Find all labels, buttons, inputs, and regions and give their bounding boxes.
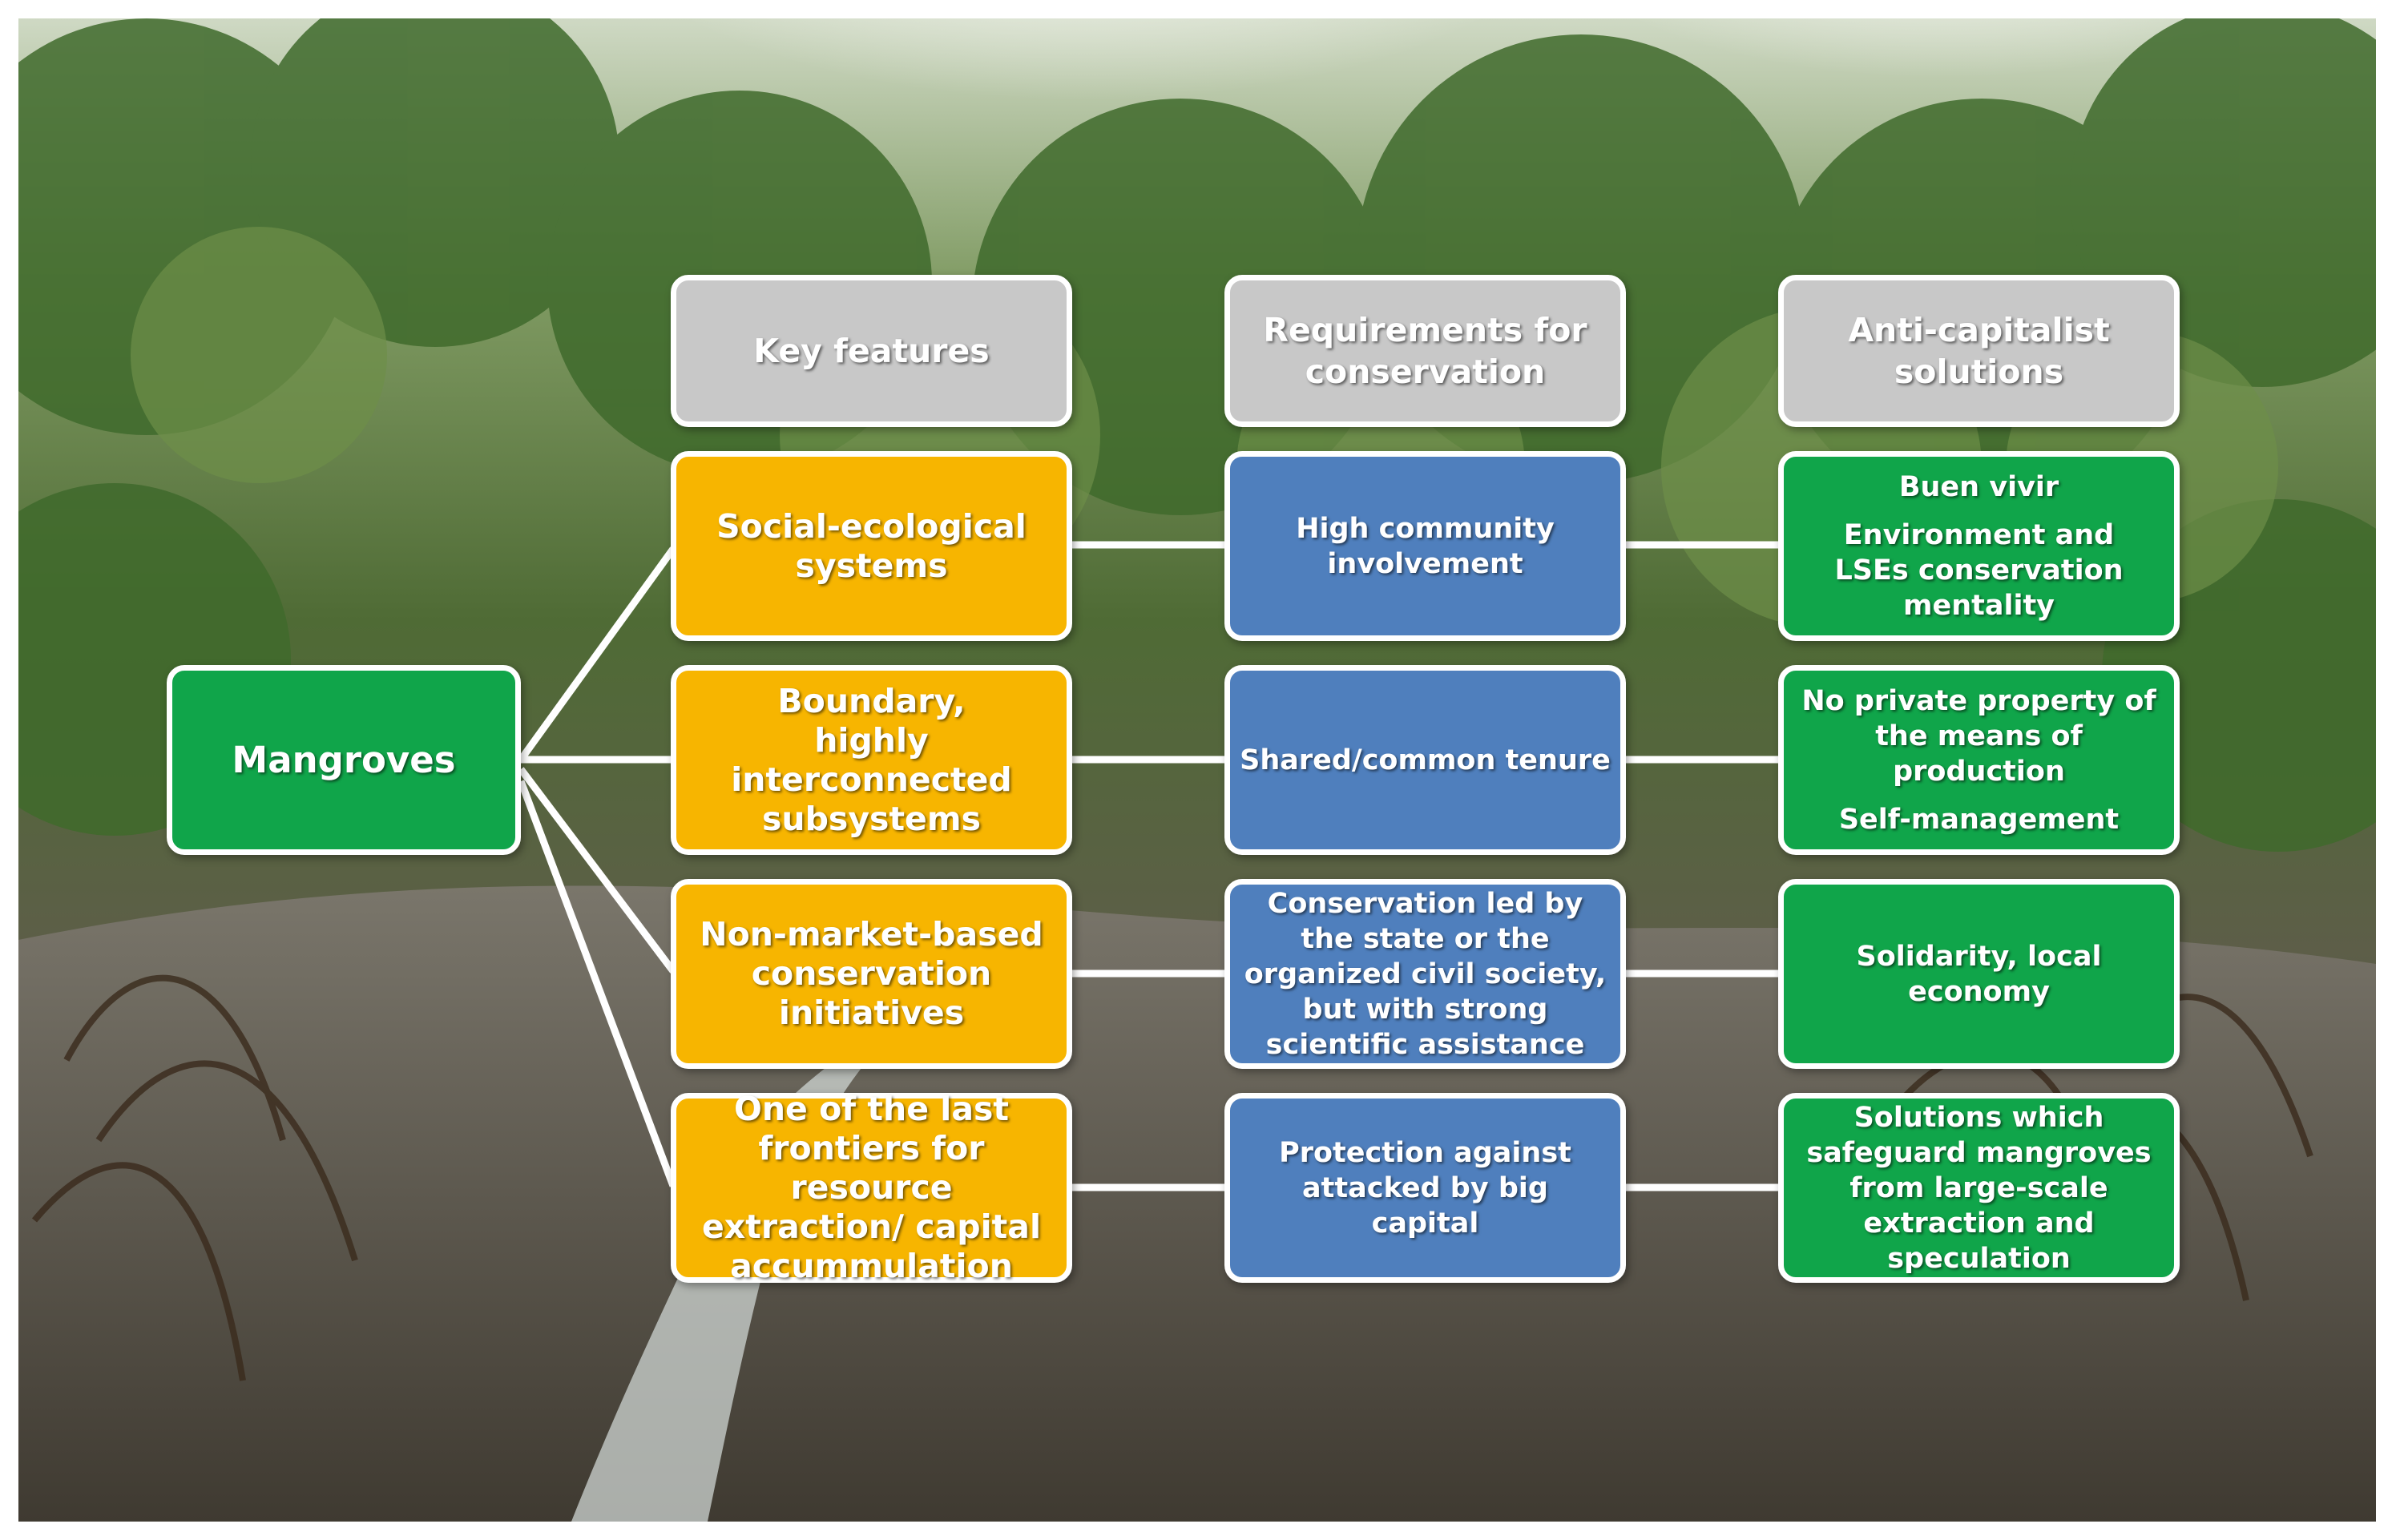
requirement-label: Shared/common tenure	[1240, 744, 1611, 776]
solution-box-row2: No private property of the means of prod…	[1778, 665, 2180, 855]
header-label: Requirements for conservation	[1263, 311, 1587, 391]
header-solutions: Anti-capitalist solutions	[1778, 275, 2180, 427]
header-key-features: Key features	[671, 275, 1072, 427]
requirement-label: Conservation led by the state or the org…	[1244, 887, 1607, 1061]
solution-label-1: No private property of the means of prod…	[1801, 684, 2156, 788]
connector-root-row1	[518, 546, 676, 762]
requirement-label: High community involvement	[1296, 512, 1555, 580]
connector-root-row3	[518, 767, 676, 974]
solution-box-row1: Buen vivir Environment and LSEs conserva…	[1778, 451, 2180, 641]
feature-label: Social-ecological systems	[716, 506, 1027, 585]
requirement-box-row1: High community involvement	[1224, 451, 1626, 641]
solution-label-1: Buen vivir	[1898, 470, 2059, 503]
solution-label-2: Self-management	[1838, 803, 2120, 836]
root-label: Mangroves	[232, 739, 456, 781]
feature-box-row4: One of the last frontiers for resource e…	[671, 1090, 1072, 1285]
solution-box-row3: Solidarity, local economy	[1778, 879, 2180, 1069]
feature-label: Boundary, highly interconnected subsyste…	[731, 681, 1012, 838]
root-node-mangroves: Mangroves	[167, 665, 521, 855]
requirement-box-row3: Conservation led by the state or the org…	[1224, 879, 1626, 1069]
feature-label: One of the last frontiers for resource e…	[702, 1090, 1041, 1285]
header-requirements: Requirements for conservation	[1224, 275, 1626, 427]
requirement-label: Protection against attacked by big capit…	[1279, 1136, 1571, 1240]
solution-label-1: Solidarity, local economy	[1856, 940, 2102, 1008]
feature-box-row2: Boundary, highly interconnected subsyste…	[671, 665, 1072, 855]
requirement-box-row4: Protection against attacked by big capit…	[1224, 1093, 1626, 1283]
solution-box-row4: Solutions which safeguard mangroves from…	[1778, 1093, 2180, 1283]
solution-label-2: Environment and LSEs conservation mental…	[1834, 518, 2124, 622]
connector-root-row4	[517, 780, 677, 1187]
feature-box-row3: Non-market-based conservation initiative…	[671, 879, 1072, 1069]
requirement-box-row2: Shared/common tenure	[1224, 665, 1626, 855]
header-label: Anti-capitalist solutions	[1848, 311, 2110, 391]
feature-box-row1: Social-ecological systems	[671, 451, 1072, 641]
feature-label: Non-market-based conservation initiative…	[700, 915, 1043, 1032]
solution-label-1: Solutions which safeguard mangroves from…	[1806, 1101, 2152, 1275]
header-label: Key features	[753, 332, 990, 370]
